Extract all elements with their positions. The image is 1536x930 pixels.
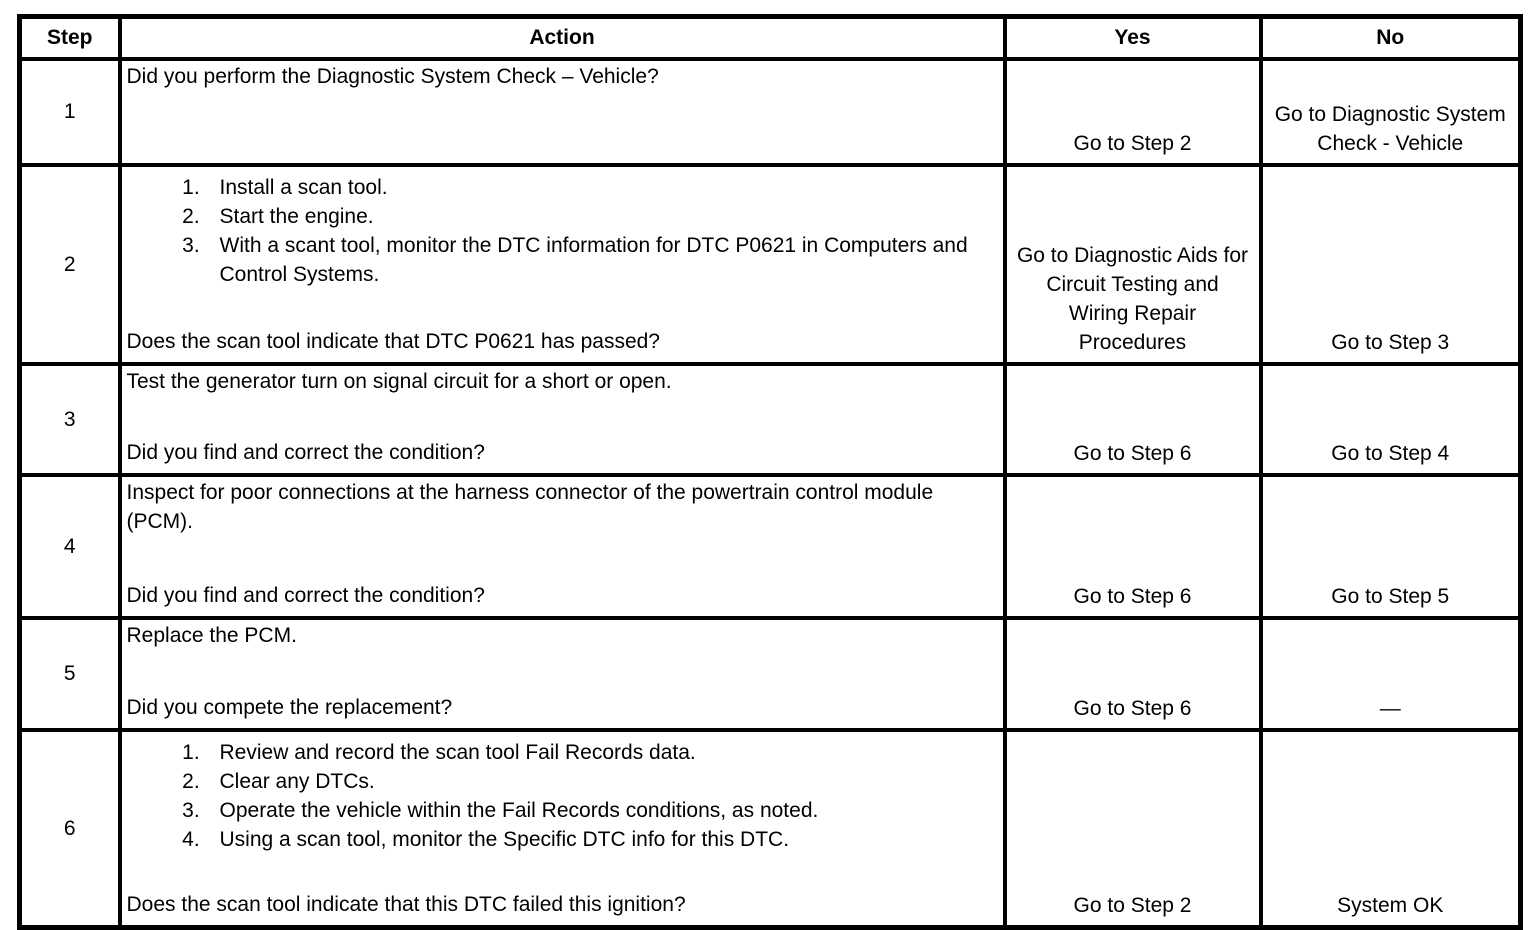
step-cell: 5 — [17, 615, 122, 732]
no-text: Go to Step 5 — [1331, 584, 1450, 608]
yes-cell: Go to Step 2 — [1002, 56, 1263, 167]
action-intro: Did you perform the Diagnostic System Ch… — [126, 64, 659, 88]
table-row: 2Install a scan tool.Start the engine.Wi… — [17, 162, 1523, 366]
yes-cell: Go to Diagnostic Aids for Circuit Testin… — [1002, 162, 1263, 366]
no-cell: — — [1258, 615, 1523, 732]
action-list-item: Start the engine. — [206, 202, 995, 231]
yes-cell: Go to Step 2 — [1002, 727, 1263, 929]
action-list-item: Operate the vehicle within the Fail Reco… — [206, 796, 995, 825]
step-cell: 1 — [17, 56, 122, 167]
no-text: — — [1379, 696, 1401, 720]
action-list: Review and record the scan tool Fail Rec… — [127, 738, 995, 854]
action-content: Replace the PCM. Did you compete the repl… — [124, 622, 1001, 726]
yes-text: Go to Step 6 — [1073, 584, 1192, 608]
no-cell: Go to Step 3 — [1258, 162, 1523, 366]
step-cell: 4 — [17, 472, 122, 620]
yes-text: Go to Diagnostic Aids for Circuit Testin… — [1016, 243, 1249, 354]
step-cell: 3 — [17, 361, 122, 477]
action-cell: Install a scan tool.Start the engine.Wit… — [117, 162, 1007, 366]
action-cell: Replace the PCM. Did you compete the repl… — [117, 615, 1007, 732]
header-row: Step Action Yes No — [17, 14, 1523, 61]
action-content: Did you perform the Diagnostic System Ch… — [124, 63, 1001, 161]
header-yes: Yes — [1002, 14, 1263, 61]
yes-text: Go to Step 2 — [1073, 131, 1192, 155]
no-cell: Go to Step 5 — [1258, 472, 1523, 620]
header-step: Step — [17, 14, 122, 61]
yes-cell: Go to Step 6 — [1002, 361, 1263, 477]
action-cell: Inspect for poor connections at the harn… — [117, 472, 1007, 620]
action-intro: Inspect for poor connections at the harn… — [126, 480, 934, 533]
action-list-item: Using a scan tool, monitor the Specific … — [206, 825, 995, 854]
action-question: Did you find and correct the condition? — [126, 440, 485, 464]
action-question: Does the scan tool indicate that DTC P06… — [126, 329, 661, 353]
action-cell: Test the generator turn on signal circui… — [117, 361, 1007, 477]
action-cell: Did you perform the Diagnostic System Ch… — [117, 56, 1007, 167]
yes-text: Go to Step 2 — [1073, 893, 1192, 917]
no-text: Go to Step 4 — [1331, 441, 1450, 465]
action-question: Does the scan tool indicate that this DT… — [126, 892, 686, 916]
action-list-item: Clear any DTCs. — [206, 767, 995, 796]
action-content: Test the generator turn on signal circui… — [124, 368, 1001, 471]
yes-cell: Go to Step 6 — [1002, 615, 1263, 732]
action-content: Install a scan tool.Start the engine.Wit… — [124, 169, 1001, 360]
action-intro: Test the generator turn on signal circui… — [126, 369, 672, 393]
no-text: System OK — [1337, 893, 1444, 917]
no-text: Go to Diagnostic System Check - Vehicle — [1274, 102, 1506, 155]
no-cell: Go to Step 4 — [1258, 361, 1523, 477]
step-cell: 2 — [17, 162, 122, 366]
yes-text: Go to Step 6 — [1073, 696, 1192, 720]
action-content: Inspect for poor connections at the harn… — [124, 479, 1001, 614]
action-list-item: Install a scan tool. — [206, 173, 995, 202]
yes-cell: Go to Step 6 — [1002, 472, 1263, 620]
no-cell: System OK — [1258, 727, 1523, 929]
header-action: Action — [117, 14, 1007, 61]
action-cell: Review and record the scan tool Fail Rec… — [117, 727, 1007, 929]
yes-text: Go to Step 6 — [1073, 441, 1192, 465]
action-list-item: Review and record the scan tool Fail Rec… — [206, 738, 995, 767]
action-intro: Replace the PCM. — [126, 623, 297, 647]
action-list-item: With a scant tool, monitor the DTC infor… — [206, 231, 995, 289]
action-question: Did you find and correct the condition? — [126, 583, 485, 607]
step-cell: 6 — [17, 727, 122, 929]
action-list: Install a scan tool.Start the engine.Wit… — [127, 173, 995, 289]
action-content: Review and record the scan tool Fail Rec… — [124, 733, 1001, 923]
table-row: 6 Review and record the scan tool Fail Re… — [17, 727, 1523, 929]
header-no: No — [1258, 14, 1523, 61]
no-cell: Go to Diagnostic System Check - Vehicle — [1258, 56, 1523, 167]
action-question: Did you compete the replacement? — [126, 695, 453, 719]
no-text: Go to Step 3 — [1331, 330, 1450, 354]
